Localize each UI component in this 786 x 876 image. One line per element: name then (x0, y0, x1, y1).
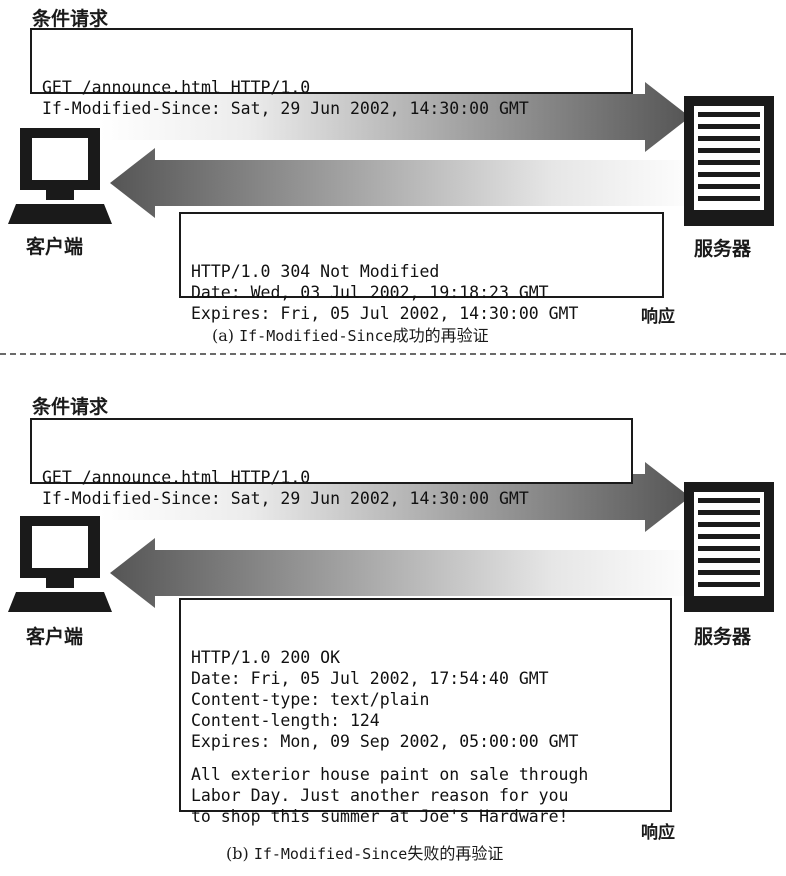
response-line: Expires: Fri, 05 Jul 2002, 14:30:00 GMT (191, 304, 579, 323)
computer-monitor-icon (8, 516, 112, 612)
request-label: 条件请求 (32, 8, 109, 30)
response-arrow (110, 538, 700, 608)
response-line: HTTP/1.0 304 Not Modified (191, 262, 440, 281)
response-line: Expires: Mon, 09 Sep 2002, 05:00:00 GMT (191, 732, 579, 751)
server-label: 服务器 (694, 626, 752, 648)
request-line: GET /announce.html HTTP/1.0 (42, 468, 311, 487)
server-tower-icon (684, 96, 774, 226)
computer-monitor-icon (8, 128, 112, 224)
response-line: Content-length: 124 (191, 711, 380, 730)
response-line: Date: Wed, 03 Jul 2002, 19:18:23 GMT (191, 283, 549, 302)
response-label: 响应 (641, 823, 675, 843)
request-label: 条件请求 (32, 396, 109, 418)
caption-suffix: 失败的再验证 (407, 844, 504, 863)
caption-prefix: (a) (212, 326, 240, 345)
response-message-box: HTTP/1.0 200 OK Date: Fri, 05 Jul 2002, 1… (179, 598, 672, 826)
request-arrow (100, 82, 690, 152)
response-label: 响应 (641, 307, 675, 327)
figure-caption: (a) If-Modified-Since成功的再验证 (212, 322, 489, 346)
client-label: 客户端 (26, 626, 84, 648)
caption-header-name: If-Modified-Since (239, 327, 393, 345)
response-arrow (110, 148, 700, 218)
caption-suffix: 成功的再验证 (392, 326, 489, 345)
caption-header-name: If-Modified-Since (253, 845, 408, 863)
response-body-line: Labor Day. Just another reason for you (191, 786, 569, 805)
caption-prefix: (b) (226, 844, 254, 863)
request-line: If-Modified-Since: Sat, 29 Jun 2002, 14:… (42, 489, 529, 508)
client-label: 客户端 (26, 236, 84, 258)
response-line: Date: Fri, 05 Jul 2002, 17:54:40 GMT (191, 669, 549, 688)
response-body-line: to shop this summer at Joe's Hardware! (191, 807, 569, 826)
request-line: If-Modified-Since: Sat, 29 Jun 2002, 14:… (42, 99, 529, 118)
response-body-line: All exterior house paint on sale through (191, 765, 589, 784)
request-line: GET /announce.html HTTP/1.0 (42, 78, 311, 97)
panel-divider (0, 353, 786, 355)
response-line: Content-type: text/plain (191, 690, 430, 709)
figure-caption: (b) If-Modified-Since失败的再验证 (226, 840, 503, 864)
server-tower-icon (684, 482, 774, 612)
server-label: 服务器 (694, 238, 752, 260)
response-line: HTTP/1.0 200 OK (191, 648, 341, 667)
